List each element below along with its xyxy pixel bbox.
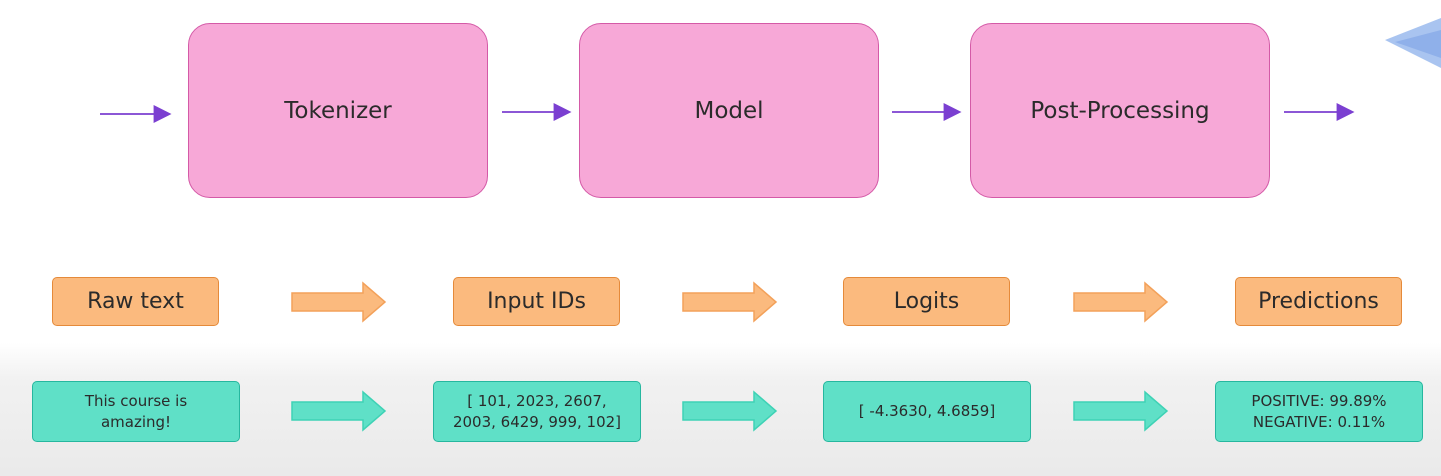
logits-label: Logits bbox=[893, 289, 960, 314]
ids-to-logits-arrow bbox=[682, 281, 778, 323]
predictions-example-text: POSITIVE: 99.89% NEGATIVE: 0.11% bbox=[1251, 391, 1387, 431]
input-ids-label: Input IDs bbox=[487, 289, 586, 314]
example-arrow-3 bbox=[1073, 390, 1169, 432]
example-arrow-1 bbox=[291, 390, 387, 432]
tokenizer-label: Tokenizer bbox=[284, 97, 392, 124]
raw-to-ids-arrow bbox=[291, 281, 387, 323]
predictions-label-box: Predictions bbox=[1235, 277, 1402, 326]
logits-to-predictions-arrow bbox=[1073, 281, 1169, 323]
tokenizer-block: Tokenizer bbox=[188, 23, 488, 198]
logits-example: [ -4.3630, 4.6859] bbox=[823, 381, 1031, 442]
raw-text-example: This course is amazing! bbox=[32, 381, 240, 442]
paper-plane-icon bbox=[1385, 18, 1441, 68]
raw-text-label-box: Raw text bbox=[52, 277, 219, 326]
example-arrow-2 bbox=[682, 390, 778, 432]
model-label: Model bbox=[694, 97, 764, 124]
raw-text-label: Raw text bbox=[87, 289, 184, 314]
logits-example-text: [ -4.3630, 4.6859] bbox=[858, 402, 996, 420]
input-ids-label-box: Input IDs bbox=[453, 277, 620, 326]
predictions-label: Predictions bbox=[1258, 289, 1379, 314]
logits-label-box: Logits bbox=[843, 277, 1010, 326]
post-processing-block: Post-Processing bbox=[970, 23, 1270, 198]
model-block: Model bbox=[579, 23, 879, 198]
input-ids-example: [ 101, 2023, 2607, 2003, 6429, 999, 102] bbox=[433, 381, 641, 442]
raw-text-example-text: This course is amazing! bbox=[84, 391, 188, 431]
post-processing-label: Post-Processing bbox=[1030, 97, 1210, 124]
input-ids-example-text: [ 101, 2023, 2607, 2003, 6429, 999, 102] bbox=[452, 391, 622, 431]
predictions-example: POSITIVE: 99.89% NEGATIVE: 0.11% bbox=[1215, 381, 1423, 442]
